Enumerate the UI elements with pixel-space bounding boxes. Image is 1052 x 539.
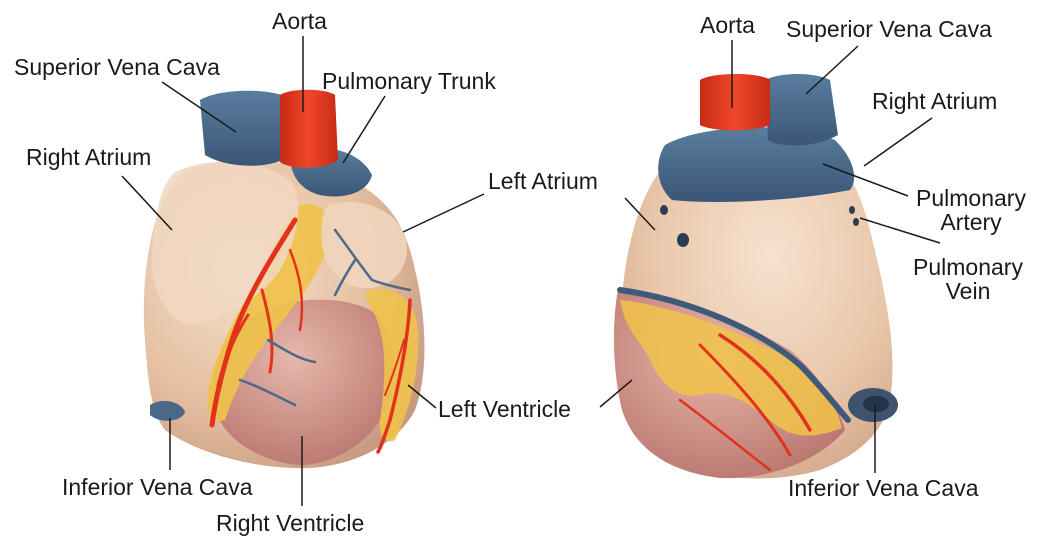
- label-aorta-anterior: Aorta: [272, 10, 327, 33]
- label-superior-vena-cava-posterior: Superior Vena Cava: [786, 18, 992, 41]
- label-aorta-posterior: Aorta: [700, 14, 755, 37]
- label-pulmonary-vein: Pulmonary Vein: [904, 255, 1032, 303]
- label-inferior-vena-cava-anterior: Inferior Vena Cava: [62, 476, 253, 499]
- posterior-heart: [614, 74, 898, 478]
- label-left-ventricle: Left Ventricle: [438, 398, 571, 421]
- label-right-atrium-anterior: Right Atrium: [26, 146, 151, 169]
- label-left-atrium: Left Atrium: [488, 170, 598, 193]
- anterior-aorta: [280, 90, 338, 168]
- label-pulmonary-artery-line1: Pulmonary: [908, 186, 1034, 210]
- label-right-ventricle: Right Ventricle: [216, 512, 364, 535]
- label-pulmonary-artery-line2: Artery: [908, 210, 1034, 234]
- posterior-superior-vena-cava: [765, 74, 838, 145]
- label-pulmonary-vein-line1: Pulmonary: [904, 255, 1032, 279]
- posterior-ivc-lumen: [863, 396, 889, 412]
- label-pulmonary-artery: Pulmonary Artery: [908, 186, 1034, 234]
- label-superior-vena-cava-anterior: Superior Vena Cava: [14, 56, 220, 79]
- label-pulmonary-vein-line2: Vein: [904, 279, 1032, 303]
- anterior-heart: [144, 90, 425, 468]
- label-pulmonary-trunk: Pulmonary Trunk: [322, 70, 496, 93]
- posterior-aorta: [700, 74, 770, 130]
- label-inferior-vena-cava-posterior: Inferior Vena Cava: [788, 477, 979, 500]
- label-right-atrium-posterior: Right Atrium: [872, 90, 997, 113]
